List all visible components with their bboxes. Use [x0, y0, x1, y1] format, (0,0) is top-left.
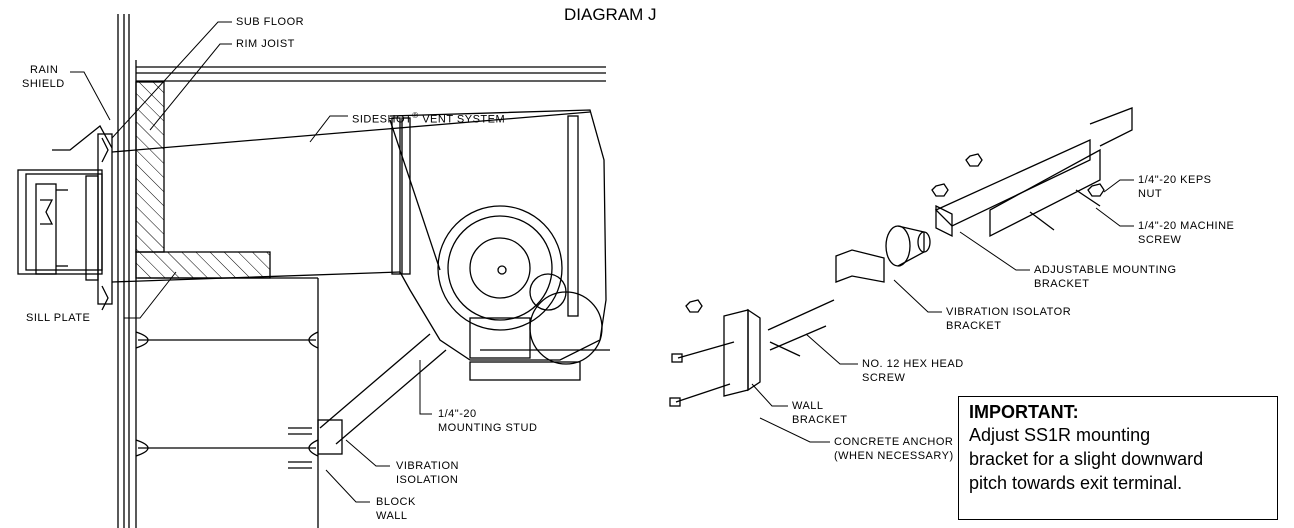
important-line-1: Adjust SS1R mounting — [969, 425, 1151, 445]
hex-screw-label-2: SCREW — [862, 372, 906, 384]
adjustable-bracket-label-2: BRACKET — [1034, 278, 1090, 290]
hex-head-screws — [767, 299, 835, 357]
keps-nut-label-1: 1/4"-20 KEPS — [1138, 174, 1212, 186]
sill-plate-label: SILL PLATE — [26, 312, 91, 324]
wall-anchors — [288, 427, 312, 469]
rain-shield-label-1: RAIN — [30, 64, 59, 76]
sill-plate — [135, 251, 271, 279]
sub-floor — [136, 66, 606, 82]
leader-lines — [70, 21, 1134, 503]
block-wall — [135, 277, 319, 528]
keps-nut-label-2: NUT — [1138, 188, 1163, 200]
sideshot-unit — [389, 109, 610, 381]
diagonal-bracket — [317, 333, 447, 455]
important-heading: IMPORTANT: — [969, 402, 1079, 422]
machine-screws — [1029, 189, 1101, 231]
block-wall-label-2: WALL — [376, 510, 408, 522]
isolator-bracket-label-1: VIBRATION ISOLATOR — [946, 306, 1072, 318]
anchor-label-2: (WHEN NECESSARY) — [834, 450, 954, 462]
important-line-2: bracket for a slight downward — [969, 449, 1204, 469]
vent-pipe — [111, 111, 591, 283]
concrete-anchors — [669, 341, 735, 407]
sub-floor-label: SUB FLOOR — [236, 16, 305, 28]
vibration-isolation-label-1: VIBRATION — [396, 460, 459, 472]
wall-bracket-label-1: WALL — [792, 400, 824, 412]
adjustable-bracket — [934, 107, 1133, 238]
vibration-isolator — [885, 225, 931, 267]
vent-system-brand: SIDESHOT — [352, 113, 413, 126]
hex-screw-label-1: NO. 12 HEX HEAD — [862, 358, 964, 370]
anchor-label-1: CONCRETE ANCHOR — [834, 436, 954, 448]
vent-system-text: VENT SYSTEM — [422, 113, 506, 126]
vent-terminal — [17, 125, 113, 311]
machine-screw-label-1: 1/4"-20 MACHINE — [1138, 220, 1235, 232]
block-wall-label-1: BLOCK — [376, 496, 416, 508]
diagram-title: DIAGRAM J — [564, 5, 657, 24]
registered-mark: ® — [412, 111, 419, 120]
mounting-stud-label-2: MOUNTING STUD — [438, 422, 538, 434]
important-note-box: IMPORTANT: Adjust SS1R mounting bracket … — [958, 396, 1278, 520]
rim-joist-label: RIM JOIST — [236, 38, 295, 50]
rain-shield-label-2: SHIELD — [22, 78, 65, 90]
machine-screw-label-2: SCREW — [1138, 234, 1182, 246]
mounting-stud-label-1: 1/4"-20 — [438, 408, 477, 420]
nuts — [685, 153, 1105, 313]
vibration-isolation-label-2: ISOLATION — [396, 474, 459, 486]
important-line-3: pitch towards exit terminal. — [969, 473, 1183, 493]
exterior-wall — [117, 14, 137, 528]
wall-bracket-label-2: BRACKET — [792, 414, 848, 426]
isolator-bracket — [835, 249, 885, 283]
vent-system-label: SIDESHOT® VENT SYSTEM — [352, 110, 505, 126]
wall-bracket — [723, 308, 761, 397]
isolator-bracket-label-2: BRACKET — [946, 320, 1002, 332]
adjustable-bracket-label-1: ADJUSTABLE MOUNTING — [1034, 264, 1177, 276]
